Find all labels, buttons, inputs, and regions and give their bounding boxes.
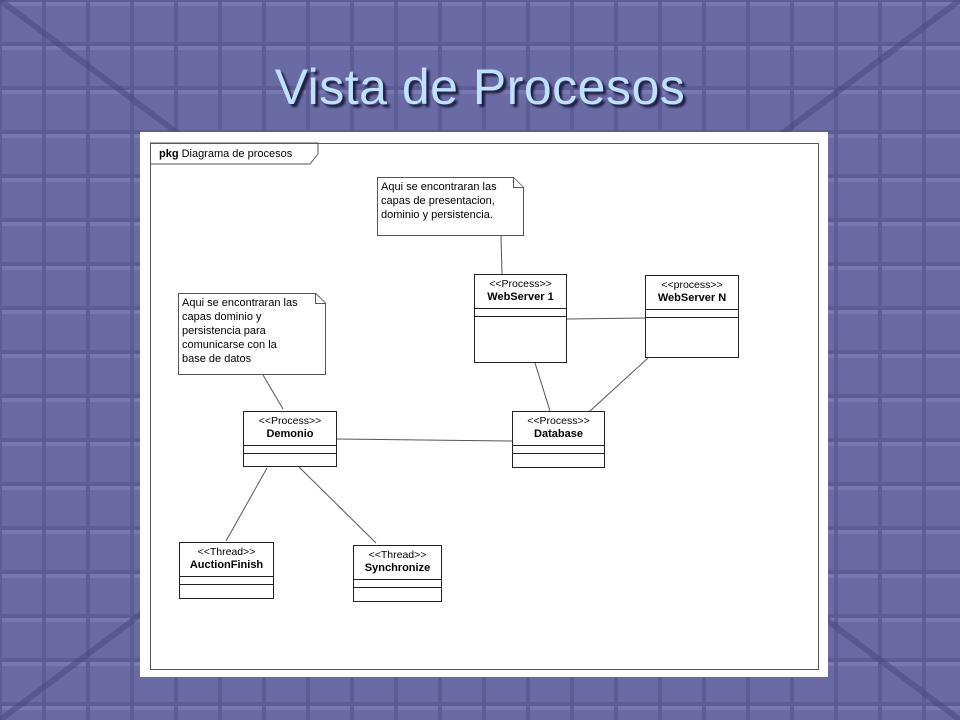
element-webserver1[interactable]: <<Process>> WebServer 1 bbox=[474, 274, 567, 363]
note-line: capas de presentacion, bbox=[381, 195, 495, 207]
link-webserver1-webservern bbox=[566, 317, 646, 320]
link-webservern-database bbox=[589, 357, 649, 412]
note-demonio[interactable]: Aqui se encontraran las capas dominio y … bbox=[178, 293, 326, 375]
element-stereotype: <<Process>> bbox=[489, 278, 552, 290]
element-compartment bbox=[354, 579, 441, 587]
element-compartment bbox=[354, 587, 441, 595]
note-line: capas dominio y bbox=[182, 311, 262, 323]
element-name: WebServer 1 bbox=[487, 291, 554, 303]
element-name: Demonio bbox=[266, 428, 314, 440]
element-stereotype: <<process>> bbox=[661, 279, 723, 291]
element-demonio[interactable]: <<Process>> Demonio bbox=[243, 411, 337, 467]
element-compartment bbox=[244, 453, 336, 461]
note-line: persistencia para bbox=[182, 325, 266, 337]
element-stereotype: <<Process>> bbox=[258, 415, 322, 427]
element-webservern[interactable]: <<process>> WebServer N bbox=[645, 275, 739, 358]
note-line: Aqui se encontraran las bbox=[381, 181, 497, 193]
note-line: Aqui se encontraran las bbox=[182, 297, 298, 309]
element-compartment bbox=[475, 308, 566, 316]
frame-keyword: pkg bbox=[159, 148, 179, 160]
element-compartment bbox=[513, 453, 604, 461]
note-line: comunicarse con la bbox=[182, 339, 277, 351]
element-auctionfinish[interactable]: <<Thread>> AuctionFinish bbox=[179, 542, 274, 599]
connector-layer bbox=[150, 142, 649, 544]
element-compartment bbox=[180, 576, 273, 584]
element-name: Synchronize bbox=[364, 562, 431, 574]
note-line: base de datos bbox=[182, 353, 252, 365]
note-webserver[interactable]: Aqui se encontraran las capas de present… bbox=[377, 177, 524, 236]
link-demonio-database bbox=[335, 438, 513, 442]
note-line: dominio y persistencia. bbox=[381, 209, 493, 221]
link-note-demonio bbox=[262, 374, 284, 410]
element-name: AuctionFinish bbox=[189, 559, 264, 571]
link-webserver1-database bbox=[534, 362, 551, 412]
element-compartment bbox=[180, 584, 273, 592]
element-name: WebServer N bbox=[657, 292, 727, 304]
link-note-webserver bbox=[500, 235, 503, 275]
element-stereotype: <<Thread>> bbox=[368, 549, 427, 561]
element-compartment bbox=[513, 445, 604, 453]
element-compartment bbox=[244, 445, 336, 453]
link-demonio-synchronize bbox=[298, 466, 377, 544]
element-stereotype: <<Process>> bbox=[527, 415, 590, 427]
slide-title: Vista de Procesos bbox=[274, 59, 686, 115]
element-compartment bbox=[475, 316, 566, 324]
element-database[interactable]: <<Process>> Database bbox=[512, 411, 605, 468]
link-demonio-auctionfinish bbox=[225, 467, 268, 542]
element-compartment bbox=[646, 317, 738, 325]
element-name: Database bbox=[534, 428, 583, 440]
frame-name: Diagrama de procesos bbox=[181, 148, 293, 160]
element-stereotype: <<Thread>> bbox=[197, 546, 256, 558]
element-compartment bbox=[646, 309, 738, 317]
element-synchronize[interactable]: <<Thread>> Synchronize bbox=[353, 545, 442, 602]
